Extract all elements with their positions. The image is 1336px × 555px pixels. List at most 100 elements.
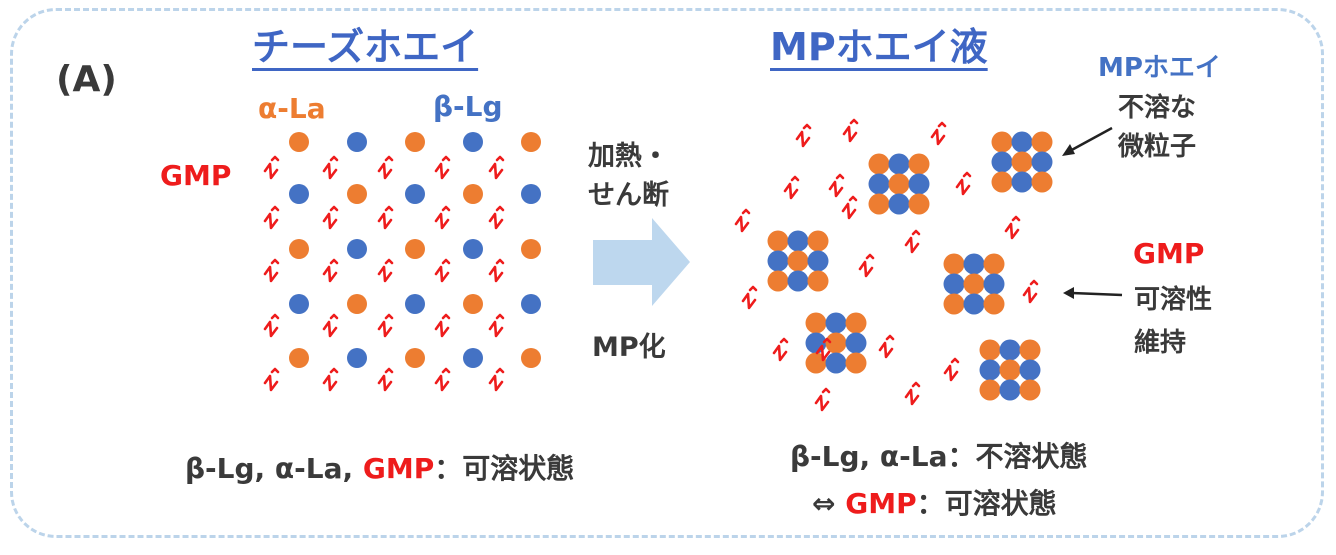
beta-lg-dot <box>463 239 483 259</box>
mp-whey-label: MPホエイ <box>1098 53 1221 83</box>
particle-beta-lg-dot <box>825 312 847 334</box>
alpha-la-dot <box>405 239 425 259</box>
right-caption-line2: ⇔ GMP：可溶状態 <box>812 490 1057 518</box>
gmp-glyph <box>377 205 394 230</box>
left-caption: β-Lg, α-La, GMP：可溶状態 <box>185 455 574 483</box>
gmp-glyph <box>488 155 505 180</box>
gmp-glyph <box>434 155 451 180</box>
particle-alpha-la-dot <box>908 193 930 215</box>
particle-alpha-la-dot <box>787 250 809 272</box>
gmp-glyph <box>377 367 394 392</box>
particle-beta-lg-dot <box>1011 171 1033 193</box>
gmp-glyph <box>322 367 339 392</box>
gmp-glyph <box>943 357 960 382</box>
beta-lg-dot <box>405 294 425 314</box>
gmp-glyph <box>795 123 812 148</box>
alpha-la-dot <box>463 184 483 204</box>
particle-alpha-la-dot <box>991 171 1013 193</box>
gmp-glyph <box>955 171 972 196</box>
equivalence-symbol: ⇔ <box>812 487 846 520</box>
particle-alpha-la-dot <box>1031 171 1053 193</box>
particle-beta-lg-dot <box>767 250 789 272</box>
particle-alpha-la-dot <box>1031 131 1053 153</box>
particle-beta-lg-dot <box>991 151 1013 173</box>
right-title: MPホエイ液 <box>770 25 988 69</box>
gmp-glyph <box>930 121 947 146</box>
insoluble-label-line1: 不溶な <box>1118 93 1197 123</box>
particle-beta-lg-dot <box>999 379 1021 401</box>
particle-alpha-la-dot <box>868 153 890 175</box>
right-caption-gmp: GMP <box>845 487 917 520</box>
gmp-glyph <box>322 313 339 338</box>
particle-alpha-la-dot <box>963 273 985 295</box>
insoluble-label-line2: 微粒子 <box>1118 132 1197 162</box>
gmp-glyph <box>783 175 800 200</box>
beta-lg-dot <box>463 348 483 368</box>
gmp-glyph <box>772 337 789 362</box>
particle-alpha-la-dot <box>825 332 847 354</box>
gmp-glyph <box>1004 215 1021 240</box>
gmp-glyph <box>322 258 339 283</box>
particle-alpha-la-dot <box>807 230 829 252</box>
gmp-glyph <box>488 313 505 338</box>
gmp-glyph <box>878 334 895 359</box>
particle-beta-lg-dot <box>1019 359 1041 381</box>
particle-alpha-la-dot <box>943 293 965 315</box>
particle-alpha-la-dot <box>983 253 1005 275</box>
gmp-glyph <box>322 205 339 230</box>
gmp-glyph <box>741 285 758 310</box>
particle-alpha-la-dot <box>868 193 890 215</box>
particle-beta-lg-dot <box>943 273 965 295</box>
gmp-glyph <box>488 258 505 283</box>
particle-alpha-la-dot <box>805 312 827 334</box>
particle-alpha-la-dot <box>979 339 1001 361</box>
alpha-la-dot <box>347 294 367 314</box>
particle-beta-lg-dot <box>868 173 890 195</box>
gmp-glyph <box>377 258 394 283</box>
gmp-glyph <box>858 253 875 278</box>
particle-beta-lg-dot <box>1011 131 1033 153</box>
particle-beta-lg-dot <box>1031 151 1053 173</box>
particle-alpha-la-dot <box>845 352 867 374</box>
pointer-arrow-soluble-head <box>1063 287 1074 299</box>
particle-beta-lg-dot <box>963 293 985 315</box>
particle-beta-lg-dot <box>825 352 847 374</box>
particle-alpha-la-dot <box>1019 339 1041 361</box>
particle-alpha-la-dot <box>767 230 789 252</box>
pointer-arrow-soluble <box>1071 291 1123 297</box>
gmp-glyph <box>488 205 505 230</box>
particle-alpha-la-dot <box>943 253 965 275</box>
panel-label: (A) <box>56 59 117 100</box>
gmp-glyph <box>377 313 394 338</box>
particle-alpha-la-dot <box>908 153 930 175</box>
left-caption-state: ：可溶状態 <box>434 452 575 485</box>
gmp-glyph <box>734 208 751 233</box>
alpha-la-dot <box>521 239 541 259</box>
particle-beta-lg-dot <box>888 153 910 175</box>
particle-beta-lg-dot <box>787 230 809 252</box>
gmp-glyph <box>263 367 280 392</box>
particle-alpha-la-dot <box>1011 151 1033 173</box>
gmp-glyph <box>434 367 451 392</box>
gmp-glyph <box>322 155 339 180</box>
beta-lg-dot <box>463 132 483 152</box>
gmp-glyph <box>488 367 505 392</box>
soluble-label-line2: 維持 <box>1134 328 1187 358</box>
beta-lg-dot <box>521 294 541 314</box>
gmp-glyph <box>263 205 280 230</box>
gmp-glyph <box>263 155 280 180</box>
particle-alpha-la-dot <box>979 379 1001 401</box>
particle-alpha-la-dot <box>999 359 1021 381</box>
legend-beta-lg: β-Lg <box>433 90 503 123</box>
process-label-line2: せん断 <box>588 180 669 211</box>
gmp-glyph <box>815 337 832 362</box>
gmp-glyph <box>814 387 831 412</box>
alpha-la-dot <box>521 348 541 368</box>
gmp-glyph <box>434 313 451 338</box>
alpha-la-dot <box>405 348 425 368</box>
pointer-arrow-insoluble <box>1067 126 1113 154</box>
particle-beta-lg-dot <box>983 273 1005 295</box>
process-label-mp: MP化 <box>592 332 666 363</box>
particle-beta-lg-dot <box>999 339 1021 361</box>
particle-alpha-la-dot <box>888 173 910 195</box>
